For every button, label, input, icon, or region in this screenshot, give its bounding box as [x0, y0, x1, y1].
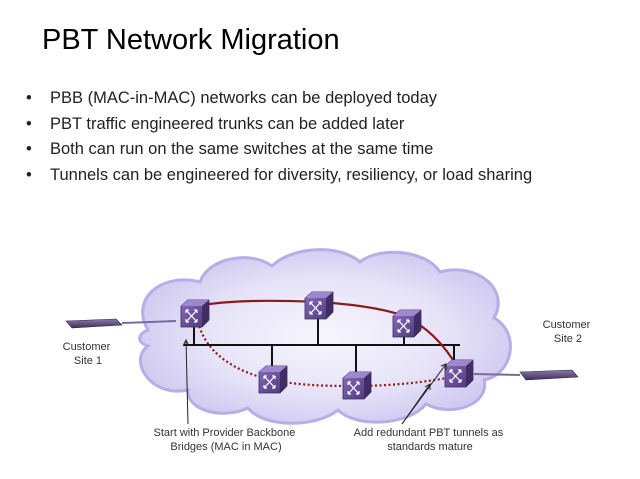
pbt-tunnel-upper	[195, 299, 459, 369]
bullet-item: PBB (MAC-in-MAC) networks can be deploye…	[26, 86, 532, 112]
bullet-list: PBB (MAC-in-MAC) networks can be deploye…	[26, 86, 532, 188]
switch-icon	[444, 359, 474, 388]
switch-icon	[304, 291, 334, 320]
callout-lines	[182, 338, 447, 425]
site1-label: Customer Site 1	[63, 341, 114, 367]
site2-label: Customer Site 2	[543, 319, 594, 345]
customer-router-icon	[65, 318, 177, 329]
pbt-note: Add redundant PBT tunnels as standards m…	[354, 427, 507, 453]
pbt-tunnel-lower	[196, 321, 457, 388]
switch-icon	[258, 365, 288, 394]
switch-icon	[180, 299, 210, 328]
switch-icon	[392, 309, 422, 338]
switch-icon	[342, 371, 372, 400]
bullet-item: Tunnels can be engineered for diversity,…	[26, 163, 532, 189]
bullet-item: PBT traffic engineered trunks can be add…	[26, 112, 532, 138]
provider-network-cloud	[138, 248, 512, 425]
bullet-item: Both can run on the same switches at the…	[26, 137, 532, 163]
slide-title: PBT Network Migration	[42, 24, 340, 56]
pbb-note: Start with Provider Backbone Bridges (MA…	[154, 427, 299, 453]
customer-router-icon	[473, 369, 579, 381]
